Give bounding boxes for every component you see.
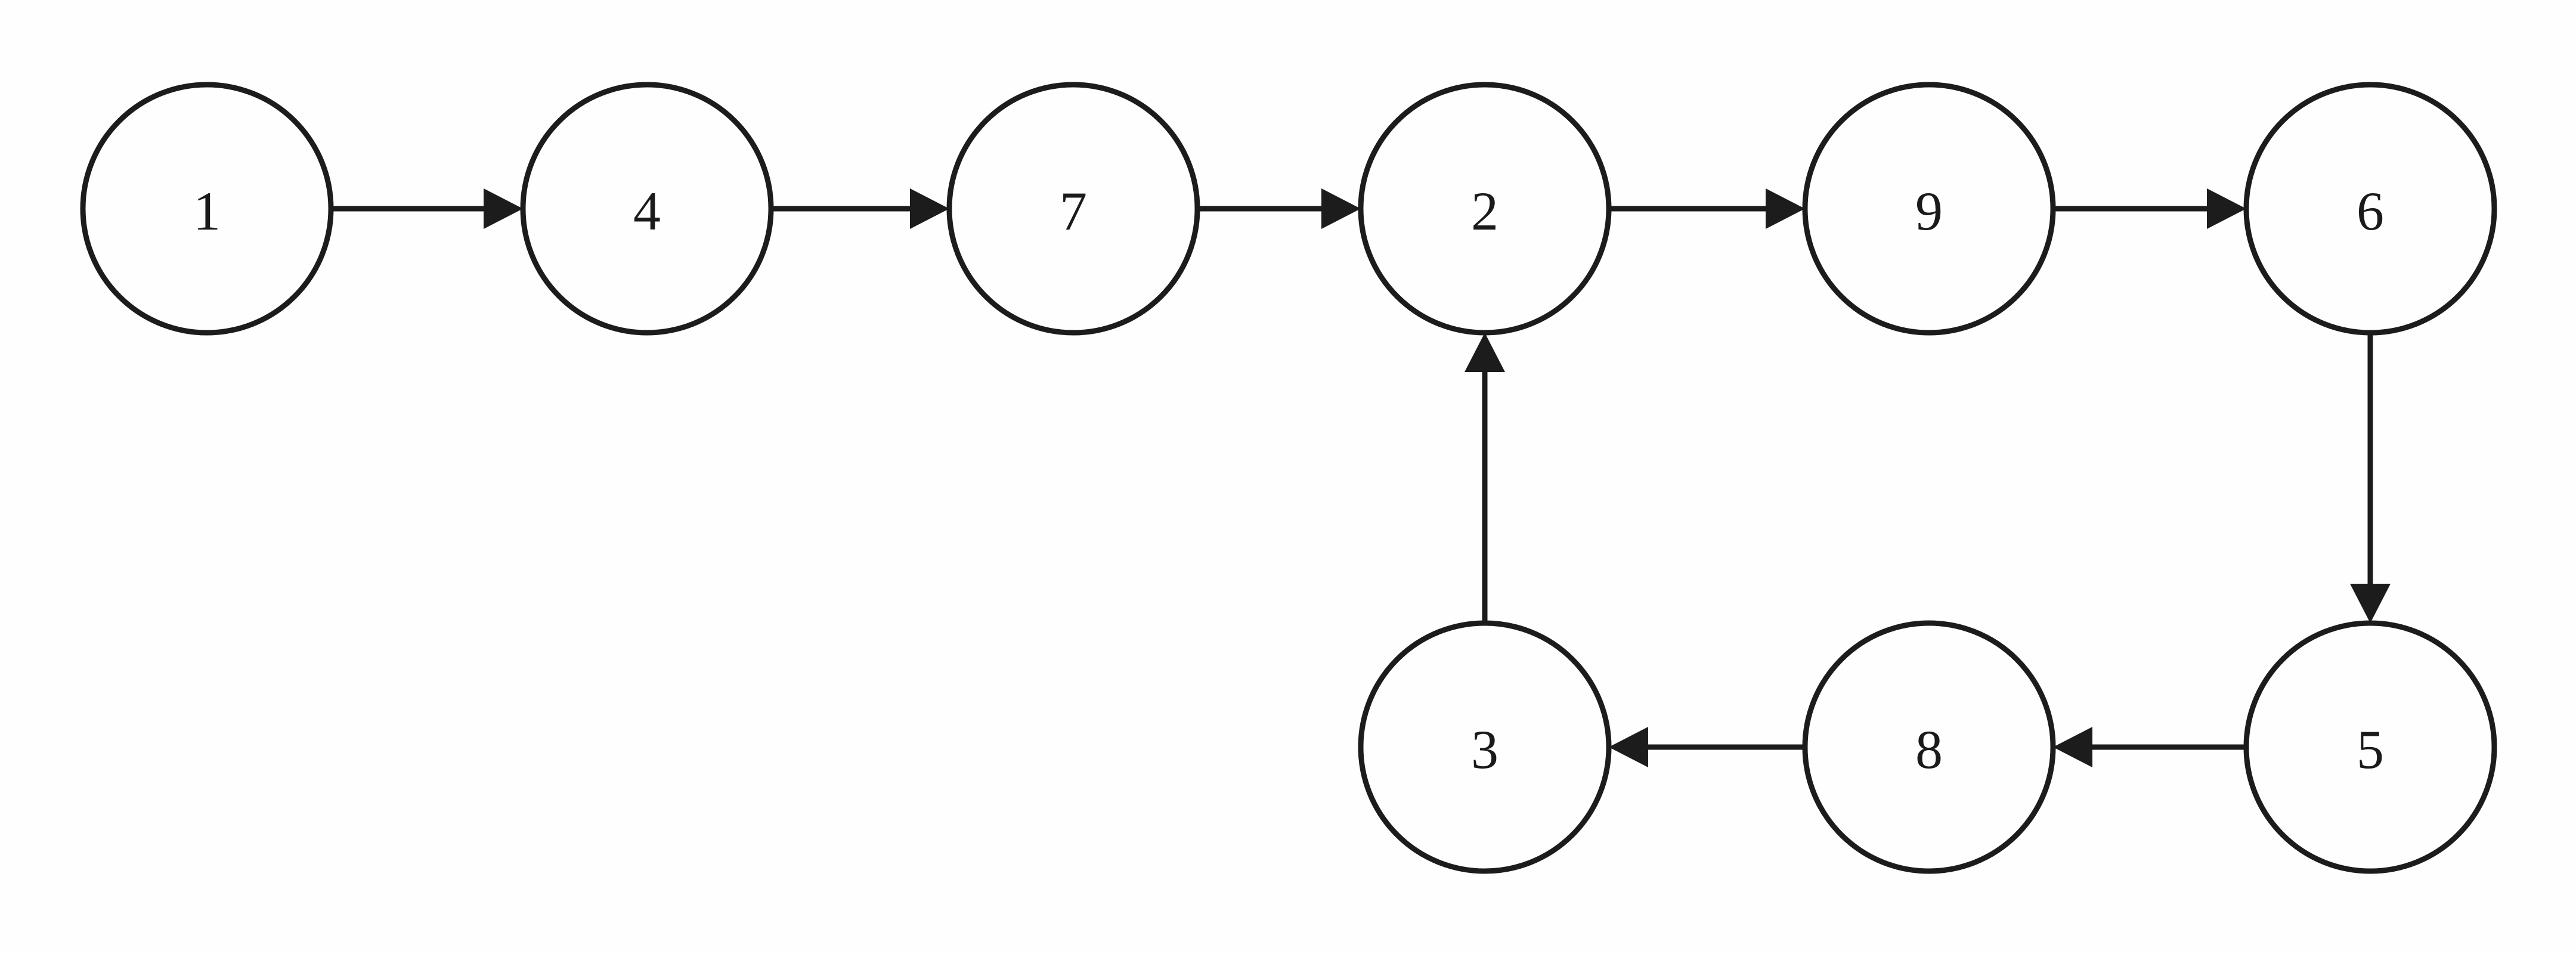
node-circle[interactable] <box>946 82 1200 336</box>
graph-node-4[interactable]: 4 <box>520 82 774 336</box>
node-circle[interactable] <box>2243 82 2497 336</box>
edge-9-to-6 <box>2053 188 2246 229</box>
graph-node-6[interactable]: 6 <box>2243 82 2497 336</box>
graph-node-7[interactable]: 7 <box>946 82 1200 336</box>
edge-7-to-2 <box>1197 188 1361 229</box>
node-circle[interactable] <box>1802 620 2056 874</box>
node-label: 4 <box>633 181 661 241</box>
node-label: 9 <box>1915 181 1943 241</box>
node-label: 2 <box>1471 181 1498 241</box>
edge-4-to-7 <box>771 188 949 229</box>
edge-3-to-2 <box>1465 333 1505 623</box>
graph-node-9[interactable]: 9 <box>1802 82 2056 336</box>
nodes-layer: 1 4 7 2 9 6 3 8 5 <box>80 82 2497 874</box>
arrowhead-icon <box>1321 188 1361 229</box>
graph-node-5[interactable]: 5 <box>2243 620 2497 874</box>
edge-5-to-8 <box>2053 727 2246 767</box>
arrowhead-icon <box>2207 188 2246 229</box>
node-circle[interactable] <box>1802 82 2056 336</box>
graph-node-1[interactable]: 1 <box>80 82 334 336</box>
node-circle[interactable] <box>2243 620 2497 874</box>
edge-6-to-5 <box>2350 333 2391 623</box>
arrowhead-icon <box>2350 584 2391 623</box>
node-label: 8 <box>1915 719 1943 780</box>
node-circle[interactable] <box>1358 620 1612 874</box>
arrowhead-icon <box>1609 727 1648 767</box>
node-circle[interactable] <box>1358 82 1612 336</box>
graph-node-3[interactable]: 3 <box>1358 620 1612 874</box>
edge-2-to-9 <box>1609 188 1805 229</box>
node-label: 1 <box>193 181 221 241</box>
arrowhead-icon <box>484 188 523 229</box>
node-label: 7 <box>1060 181 1087 241</box>
arrowhead-icon <box>910 188 949 229</box>
arrowhead-icon <box>2053 727 2092 767</box>
arrowhead-icon <box>1465 333 1505 372</box>
graph-node-2[interactable]: 2 <box>1358 82 1612 336</box>
edge-1-to-4 <box>331 188 523 229</box>
node-label: 5 <box>2357 719 2384 780</box>
edges-layer <box>331 188 2391 767</box>
arrowhead-icon <box>1766 188 1805 229</box>
node-circle[interactable] <box>520 82 774 336</box>
graph-node-8[interactable]: 8 <box>1802 620 2056 874</box>
edge-8-to-3 <box>1609 727 1805 767</box>
node-label: 3 <box>1471 719 1498 780</box>
node-circle[interactable] <box>80 82 334 336</box>
node-label: 6 <box>2357 181 2384 241</box>
